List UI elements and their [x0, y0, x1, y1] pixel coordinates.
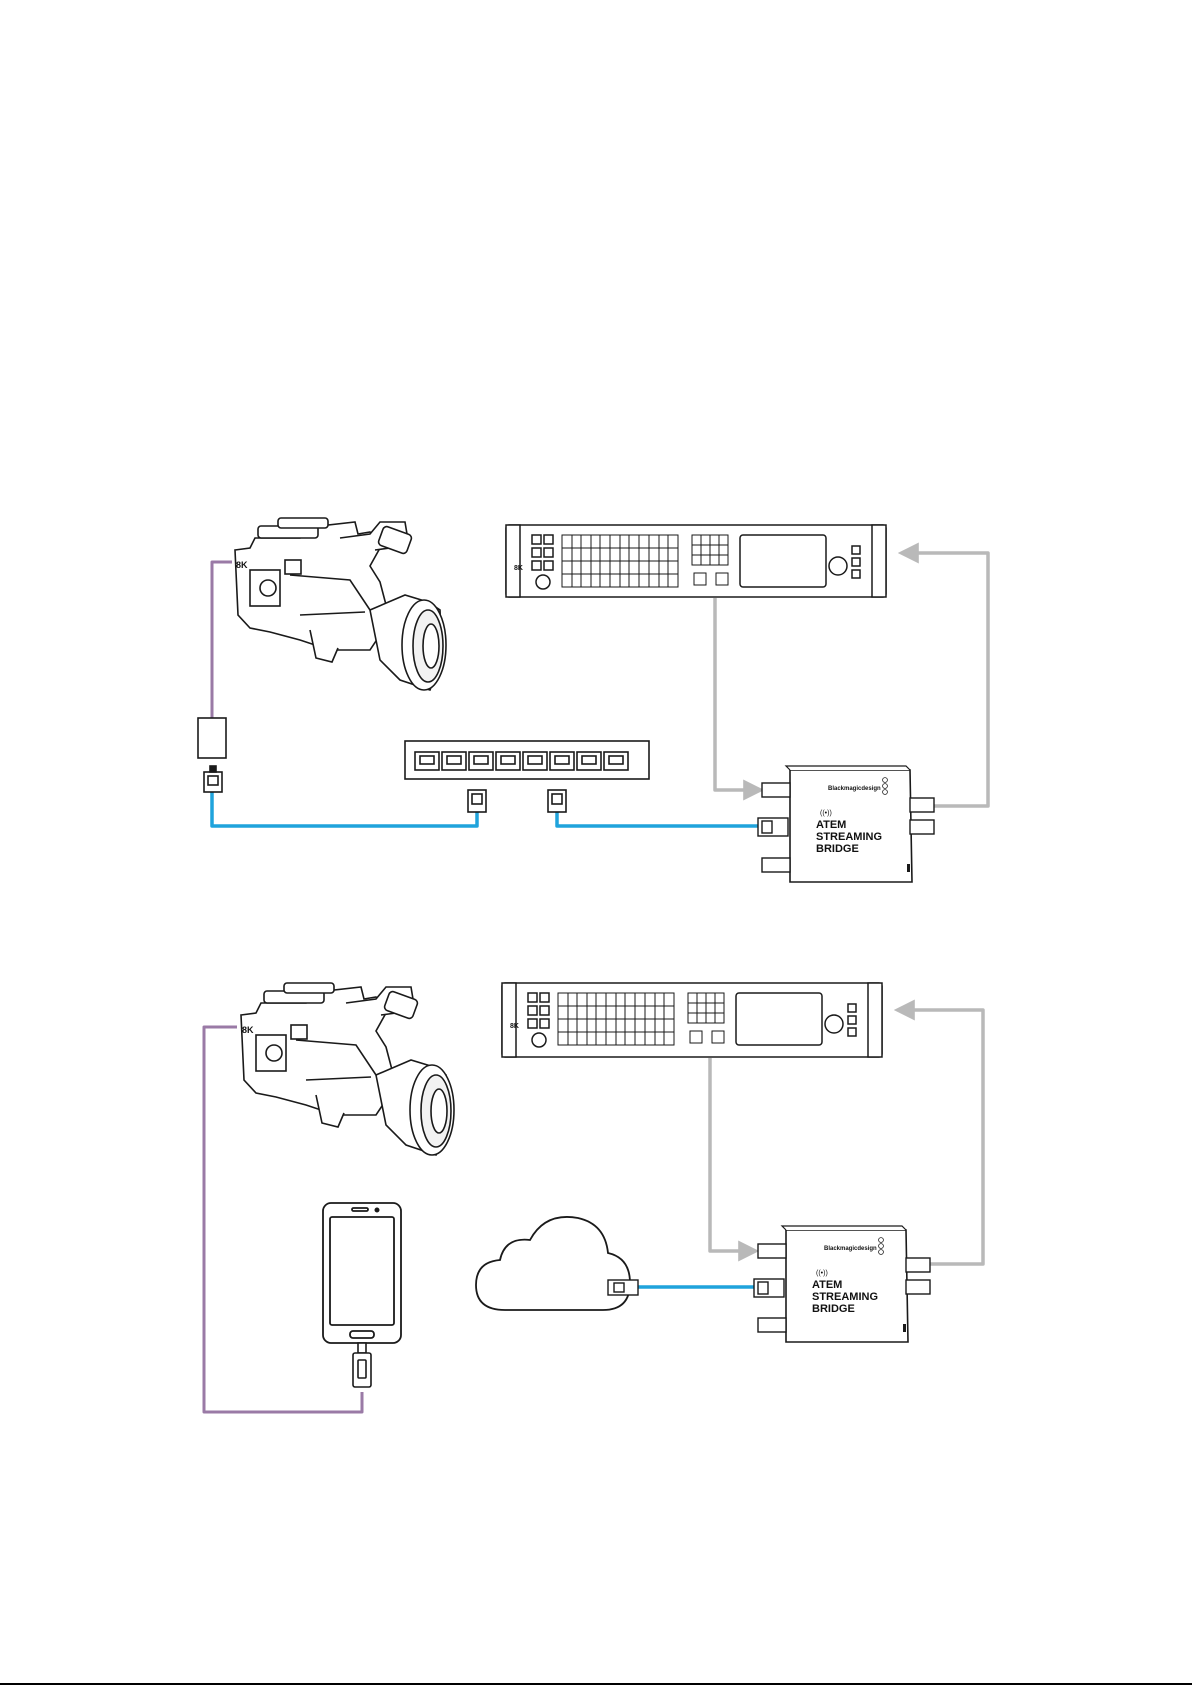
usb-c-adapter-icon: [198, 718, 226, 758]
bridge-brand: Blackmagicdesign: [828, 786, 881, 792]
bridge-brand: Blackmagicdesign: [824, 1246, 877, 1252]
internet-cloud-icon: [476, 1217, 630, 1310]
bridge-title-line3: BRIDGE: [812, 1303, 855, 1315]
switcher-key-matrix: [558, 993, 674, 1045]
ethernet-cable-blue-1: [212, 790, 477, 826]
diagram-2: 8K: [204, 983, 983, 1412]
bridge-wireless-icon: ((•)): [820, 810, 832, 817]
sdi-cable-gray-2b: [898, 1010, 983, 1264]
broadcast-camera-icon: 8K: [241, 983, 454, 1155]
switcher-knob: [829, 557, 847, 575]
sdi-cable-gray-1b: [902, 553, 988, 806]
switcher-lcd-screen: [740, 535, 826, 587]
bridge-title-line2: STREAMING: [812, 1291, 878, 1303]
bridge-title-line1: ATEM: [816, 819, 846, 831]
bridge-title-line2: STREAMING: [816, 831, 882, 843]
camera-badge: 8K: [242, 1025, 254, 1035]
rj45-connector-icon: [468, 790, 566, 812]
ethernet-switch-icon: [405, 741, 649, 779]
switcher-badge: 8K: [510, 1023, 519, 1030]
camera-badge: 8K: [236, 560, 248, 570]
broadcast-camera-icon: 8K: [235, 518, 446, 690]
rj45-connector-icon: [204, 766, 222, 792]
usb-c-connector-icon: [353, 1343, 371, 1387]
bridge-wireless-icon: ((•)): [816, 1270, 828, 1277]
smartphone-icon: [323, 1203, 401, 1343]
diagram-1: 8K: [198, 518, 988, 882]
switcher-key-matrix: [562, 535, 678, 587]
switcher-lcd-screen: [736, 993, 822, 1045]
atem-streaming-bridge-icon: Blackmagicdesign ((•)) ATEM STREAMING BR…: [754, 1226, 930, 1342]
atem-switcher-icon: 8K: [502, 983, 882, 1057]
switcher-badge: 8K: [514, 565, 523, 572]
rj45-connector-icon: [758, 818, 788, 836]
bridge-title-line1: ATEM: [812, 1279, 842, 1291]
atem-switcher-icon: 8K: [506, 525, 886, 597]
atem-streaming-bridge-icon: Blackmagicdesign ((•)) ATEM STREAMING BR…: [758, 766, 934, 882]
sdi-cable-gray-2a: [710, 1058, 755, 1251]
camera-cable-purple: [212, 562, 232, 718]
switcher-knob: [825, 1015, 843, 1033]
rj45-connector-icon: [754, 1279, 784, 1297]
rj45-connector-icon: [608, 1280, 638, 1295]
sdi-cable-gray-1a: [715, 598, 760, 790]
bridge-title-line3: BRIDGE: [816, 843, 859, 855]
ethernet-cable-blue-2: [557, 790, 764, 826]
